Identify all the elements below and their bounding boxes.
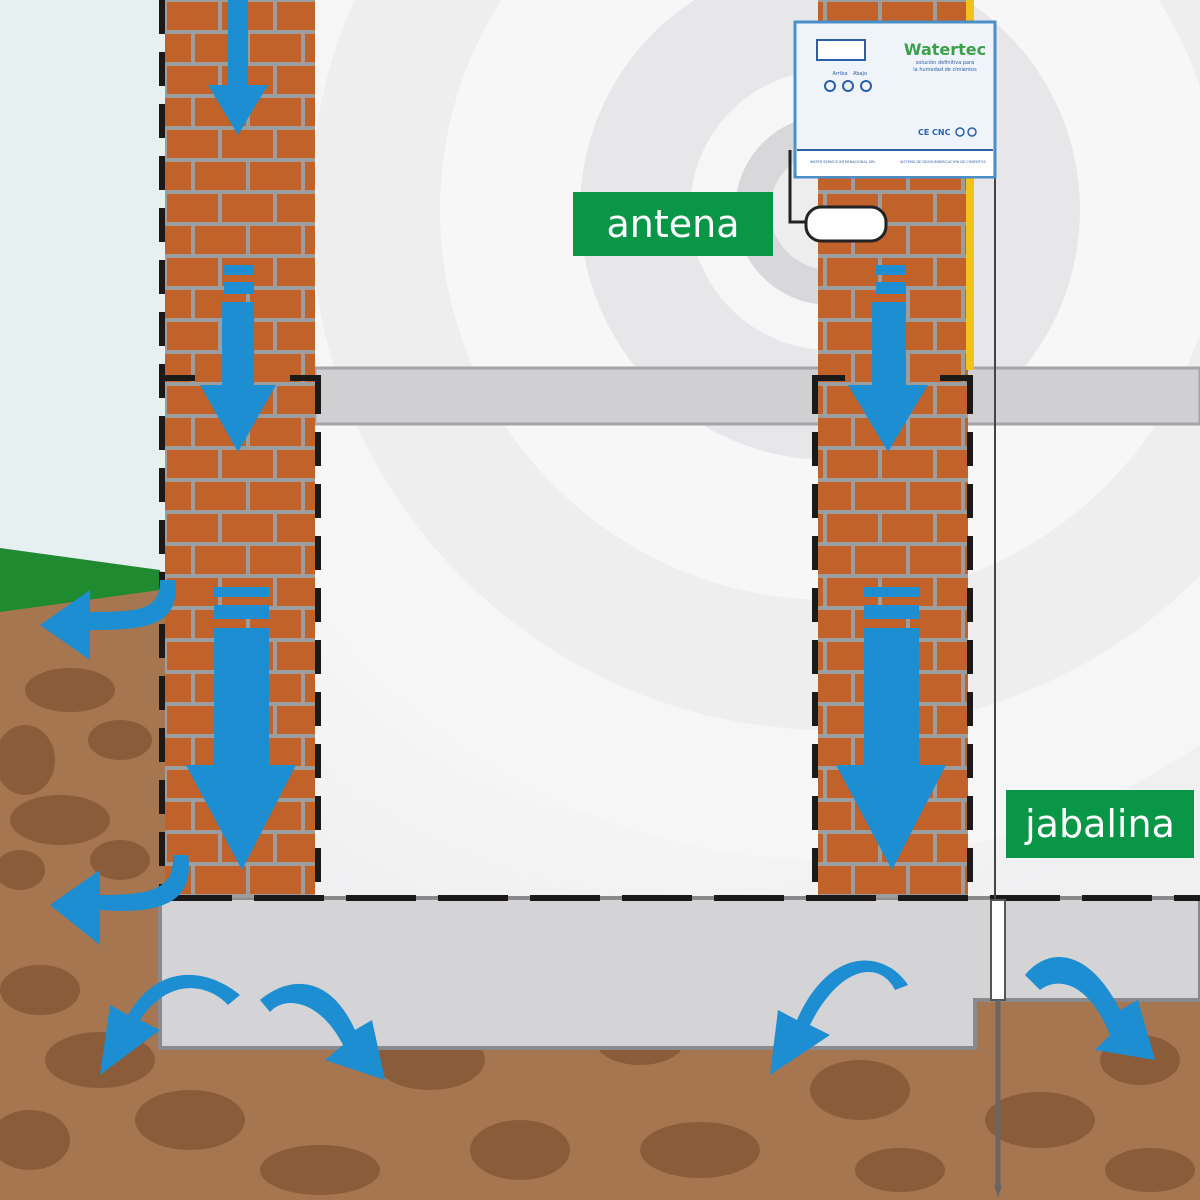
device-tagline-2: la humedad de cimientos [913, 67, 977, 73]
device-badge-ce: CE [918, 128, 929, 137]
ground-rod [990, 178, 1006, 1198]
antenna-cable [788, 150, 808, 224]
device-badge-icon [955, 127, 965, 137]
device-display [816, 39, 866, 61]
antenna-label: antena [573, 192, 773, 256]
device-button-right [860, 80, 872, 92]
device-brand: Watertec [904, 40, 986, 59]
moisture-arrows [40, 0, 1155, 1080]
antenna [804, 205, 888, 243]
conduit [966, 0, 974, 370]
device-bottom-left-text: WATER SERVICE INTERNACIONAL SRL [810, 160, 875, 164]
device-tagline-1: solución definitiva para [916, 59, 974, 66]
device-badge-icon-2 [967, 127, 977, 137]
device-button-left [824, 80, 836, 92]
outside-background [0, 0, 165, 570]
wall-outlines [159, 0, 1200, 901]
device-button-right-label: Abajo [853, 71, 867, 77]
device-badge-cnc: CNC [932, 128, 951, 137]
watertec-device: Arriba Abajo Watertec solución definitiv… [793, 20, 997, 179]
ground-rod-label: jabalina [1006, 790, 1194, 858]
device-button-left-label: Arriba [832, 71, 847, 77]
device-button-mid [842, 80, 854, 92]
device-bottom-right-text: SISTEMA DE DESHUMIDIFICACION DE CIMIENTO… [900, 160, 987, 164]
grass [0, 548, 160, 612]
concrete-footing [158, 896, 1200, 1050]
floor-beam [313, 366, 1200, 426]
